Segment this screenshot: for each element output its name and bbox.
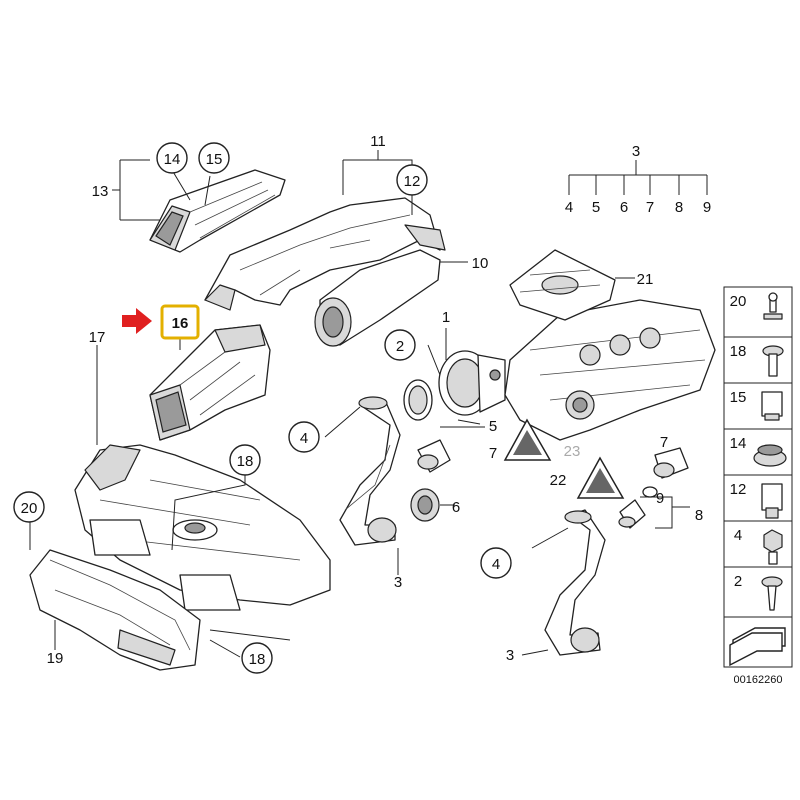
- throttle-part-1: [438, 350, 506, 416]
- callout-12: 12: [404, 173, 421, 190]
- callout-11: 11: [370, 133, 386, 150]
- callout-10: 10: [472, 255, 489, 272]
- air-duct-part-13: [149, 169, 286, 253]
- bolt-icon-20: [763, 292, 783, 320]
- air-duct-part-16: [149, 324, 271, 441]
- callout-7-b: 7: [660, 434, 668, 451]
- callout-8: 8: [695, 507, 703, 524]
- arrow-icon: [729, 627, 786, 667]
- warning-label-part-23: [503, 418, 552, 461]
- callout-3-c: 3: [632, 143, 640, 160]
- highlight-box-16: [160, 304, 200, 340]
- callout-5-a: 5: [489, 418, 497, 435]
- callout-2: 2: [396, 338, 404, 355]
- connector-part-7: [653, 447, 689, 479]
- callout-1: 1: [442, 309, 450, 326]
- callout-6-b: 6: [620, 199, 628, 216]
- sleeve-icon-12: [761, 483, 783, 519]
- callout-21: 21: [637, 271, 654, 288]
- screw-icon-2: [761, 576, 783, 611]
- callout-18-a: 18: [237, 453, 254, 470]
- callout-23: 23: [564, 443, 581, 460]
- callout-5-b: 5: [592, 199, 600, 216]
- filter-element-part-10: [314, 249, 441, 347]
- callout-3-a: 3: [394, 574, 402, 591]
- red-pointer-arrow-icon: [122, 308, 152, 334]
- callout-22: 22: [550, 472, 567, 489]
- bolt-icon-18: [762, 345, 784, 377]
- callout-13: 13: [92, 183, 109, 200]
- side-label-14: 14: [730, 435, 747, 452]
- side-label-20: 20: [730, 293, 747, 310]
- catalog-number: 00162260: [734, 674, 783, 686]
- callout-4-b: 4: [492, 556, 500, 573]
- side-parts-panel: [723, 286, 793, 668]
- connector-part-5: [417, 439, 451, 473]
- side-label-2: 2: [734, 573, 742, 590]
- callout-4-c: 4: [565, 199, 573, 216]
- callout-3-b: 3: [506, 647, 514, 664]
- callout-19: 19: [47, 650, 64, 667]
- callout-20: 20: [21, 500, 38, 517]
- cover-part-21: [509, 249, 616, 321]
- callout-8-b: 8: [675, 199, 683, 216]
- grommet-icon-14: [753, 444, 787, 467]
- callout-18-b: 18: [249, 651, 266, 668]
- callout-6: 6: [452, 499, 460, 516]
- seal-ring-part-2: [403, 379, 433, 421]
- callout-16: 16: [172, 315, 189, 332]
- sensor-part-9: [618, 499, 646, 529]
- silencer-housing-part-17: [74, 444, 331, 611]
- side-label-4: 4: [734, 527, 742, 544]
- duct-part-19: [29, 549, 201, 671]
- grommet-part-6: [410, 488, 440, 522]
- callout-15: 15: [206, 151, 223, 168]
- side-label-12: 12: [730, 481, 747, 498]
- intake-hose-part-3-lower: [544, 509, 606, 656]
- callout-7-a: 7: [489, 445, 497, 462]
- callout-4-a: 4: [300, 430, 308, 447]
- intake-hose-part-3-upper: [339, 396, 401, 546]
- side-label-18: 18: [730, 343, 747, 360]
- side-label-15: 15: [730, 389, 747, 406]
- callout-14: 14: [164, 151, 181, 168]
- callout-9-b: 9: [703, 199, 711, 216]
- callout-17: 17: [89, 329, 106, 346]
- callout-circle: [13, 142, 512, 674]
- callout-7-c: 7: [646, 199, 654, 216]
- intake-cover-part-11: [204, 197, 446, 311]
- warning-label-part-22: [576, 456, 625, 499]
- callout-9-a: 9: [656, 490, 664, 507]
- cylinder-head-cover: [504, 299, 716, 441]
- nut-icon-15: [761, 391, 783, 421]
- hex-bolt-icon-4: [763, 529, 783, 565]
